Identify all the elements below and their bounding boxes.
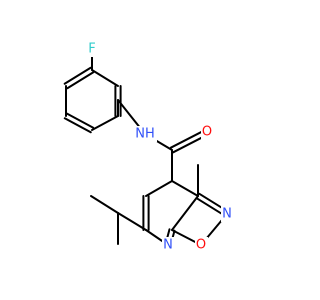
atom-label-isoxazole-o: O	[196, 238, 206, 253]
atom-pyridine-nitrogen: N	[162, 237, 175, 253]
bond-b1-b2-b	[66, 71, 95, 90]
bond-c3-nis-a	[195, 197, 227, 218]
bond-c7a-c3	[171, 195, 199, 231]
molecule-canvas: F NH O N O N	[63, 41, 234, 253]
atom-label-isoxazole-n: N	[222, 207, 232, 222]
bond-b1-b2-a	[63, 66, 92, 85]
atom-label-pyridine-n: N	[163, 238, 173, 253]
bond-b3-b4-b	[66, 112, 95, 129]
atom-label-f: F	[88, 42, 95, 57]
atom-fluorine: F	[86, 41, 98, 57]
bond-ch-m1	[90, 195, 119, 214]
bond-layer	[63, 48, 230, 247]
bond-c5-c4	[145, 180, 173, 197]
atom-isoxazole-nitrogen: N	[221, 206, 234, 222]
molecule-structure: F NH O N O N	[63, 41, 234, 253]
atom-carbonyl-oxygen: O	[201, 124, 214, 140]
bond-c-o-b	[169, 128, 207, 149]
bond-c6-ch	[117, 212, 147, 231]
atom-isoxazole-oxygen: O	[195, 237, 208, 253]
bond-c4-c3	[171, 180, 199, 197]
bond-b3-b4-a	[63, 117, 92, 134]
bond-b4-b5	[91, 115, 119, 131]
atom-label-nh: NH	[135, 127, 155, 142]
atom-label-carbonyl-o: O	[202, 125, 212, 140]
atom-amide-nitrogen: NH	[133, 126, 157, 142]
atom-label-layer: F NH O N O N	[86, 41, 234, 253]
bond-b6-b1	[91, 69, 119, 87]
